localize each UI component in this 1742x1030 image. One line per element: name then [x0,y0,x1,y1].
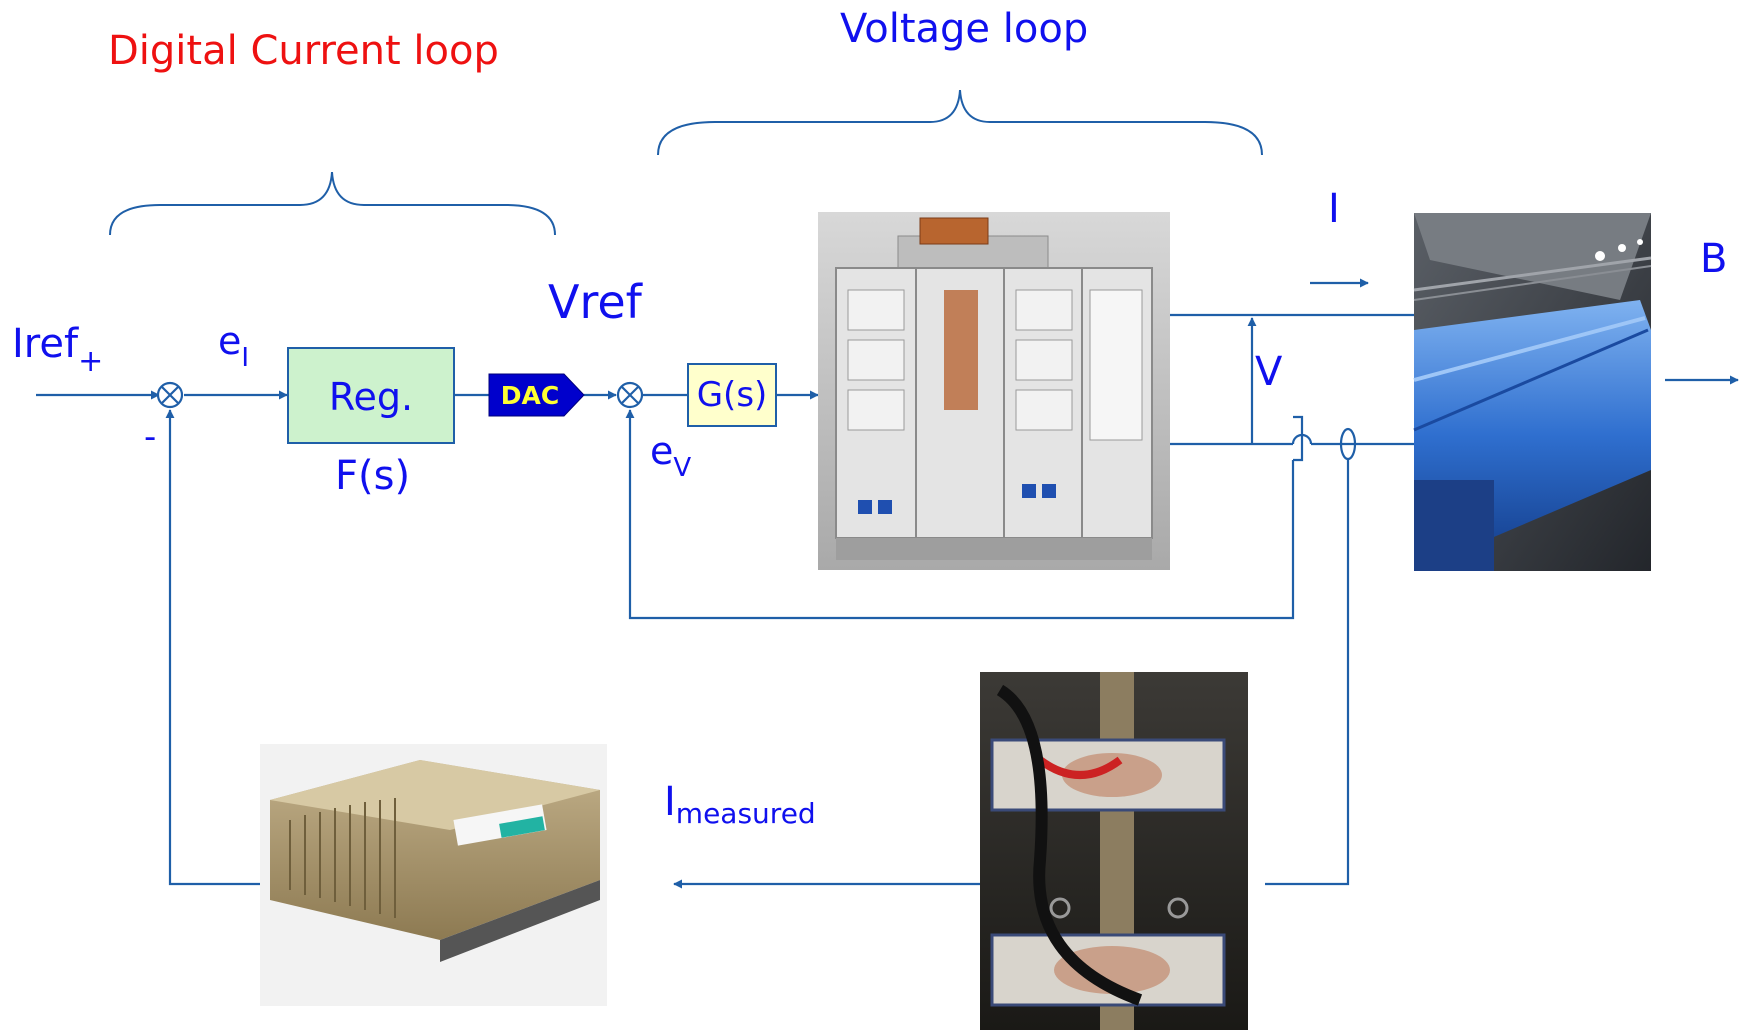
plus-sign: + [78,344,103,379]
error-v-label: eV [650,429,691,483]
lhc-tunnel-photo [1414,213,1651,571]
error-i-main: e [218,319,241,363]
current-i-label: I [1328,186,1340,232]
current-summing-junction [158,383,182,407]
i-measured-subscript: measured [676,797,816,830]
f-s-label: F(s) [335,453,410,499]
regulator-label: Reg. [329,375,413,419]
i-measured-label: Imeasured [664,779,816,830]
voltage-loop-title: Voltage loop [840,6,1088,52]
dac-label: DAC [501,381,559,410]
vref-label: Vref [548,275,644,329]
error-i-label: eI [218,319,249,373]
current-loop-brace [110,172,555,235]
digital-current-loop-title: Digital Current loop [108,28,499,74]
power-converter-photo [818,212,1170,570]
voltage-v-label: V [1255,349,1283,395]
iref-text: Iref [12,321,79,367]
dcct-electronics-photo [260,744,607,1006]
plant-g-label: G(s) [697,375,768,415]
error-v-main: e [650,429,673,473]
current-sensor-photo [980,672,1248,1030]
error-v-subscript: V [673,453,691,483]
voltage-summing-junction [618,383,642,407]
voltage-loop-brace [658,90,1262,155]
error-i-subscript: I [241,343,249,373]
minus-sign: - [144,417,156,457]
i-measured-main: I [664,779,676,825]
field-b-label: B [1700,236,1727,282]
iref-label: Iref+ [12,321,103,379]
